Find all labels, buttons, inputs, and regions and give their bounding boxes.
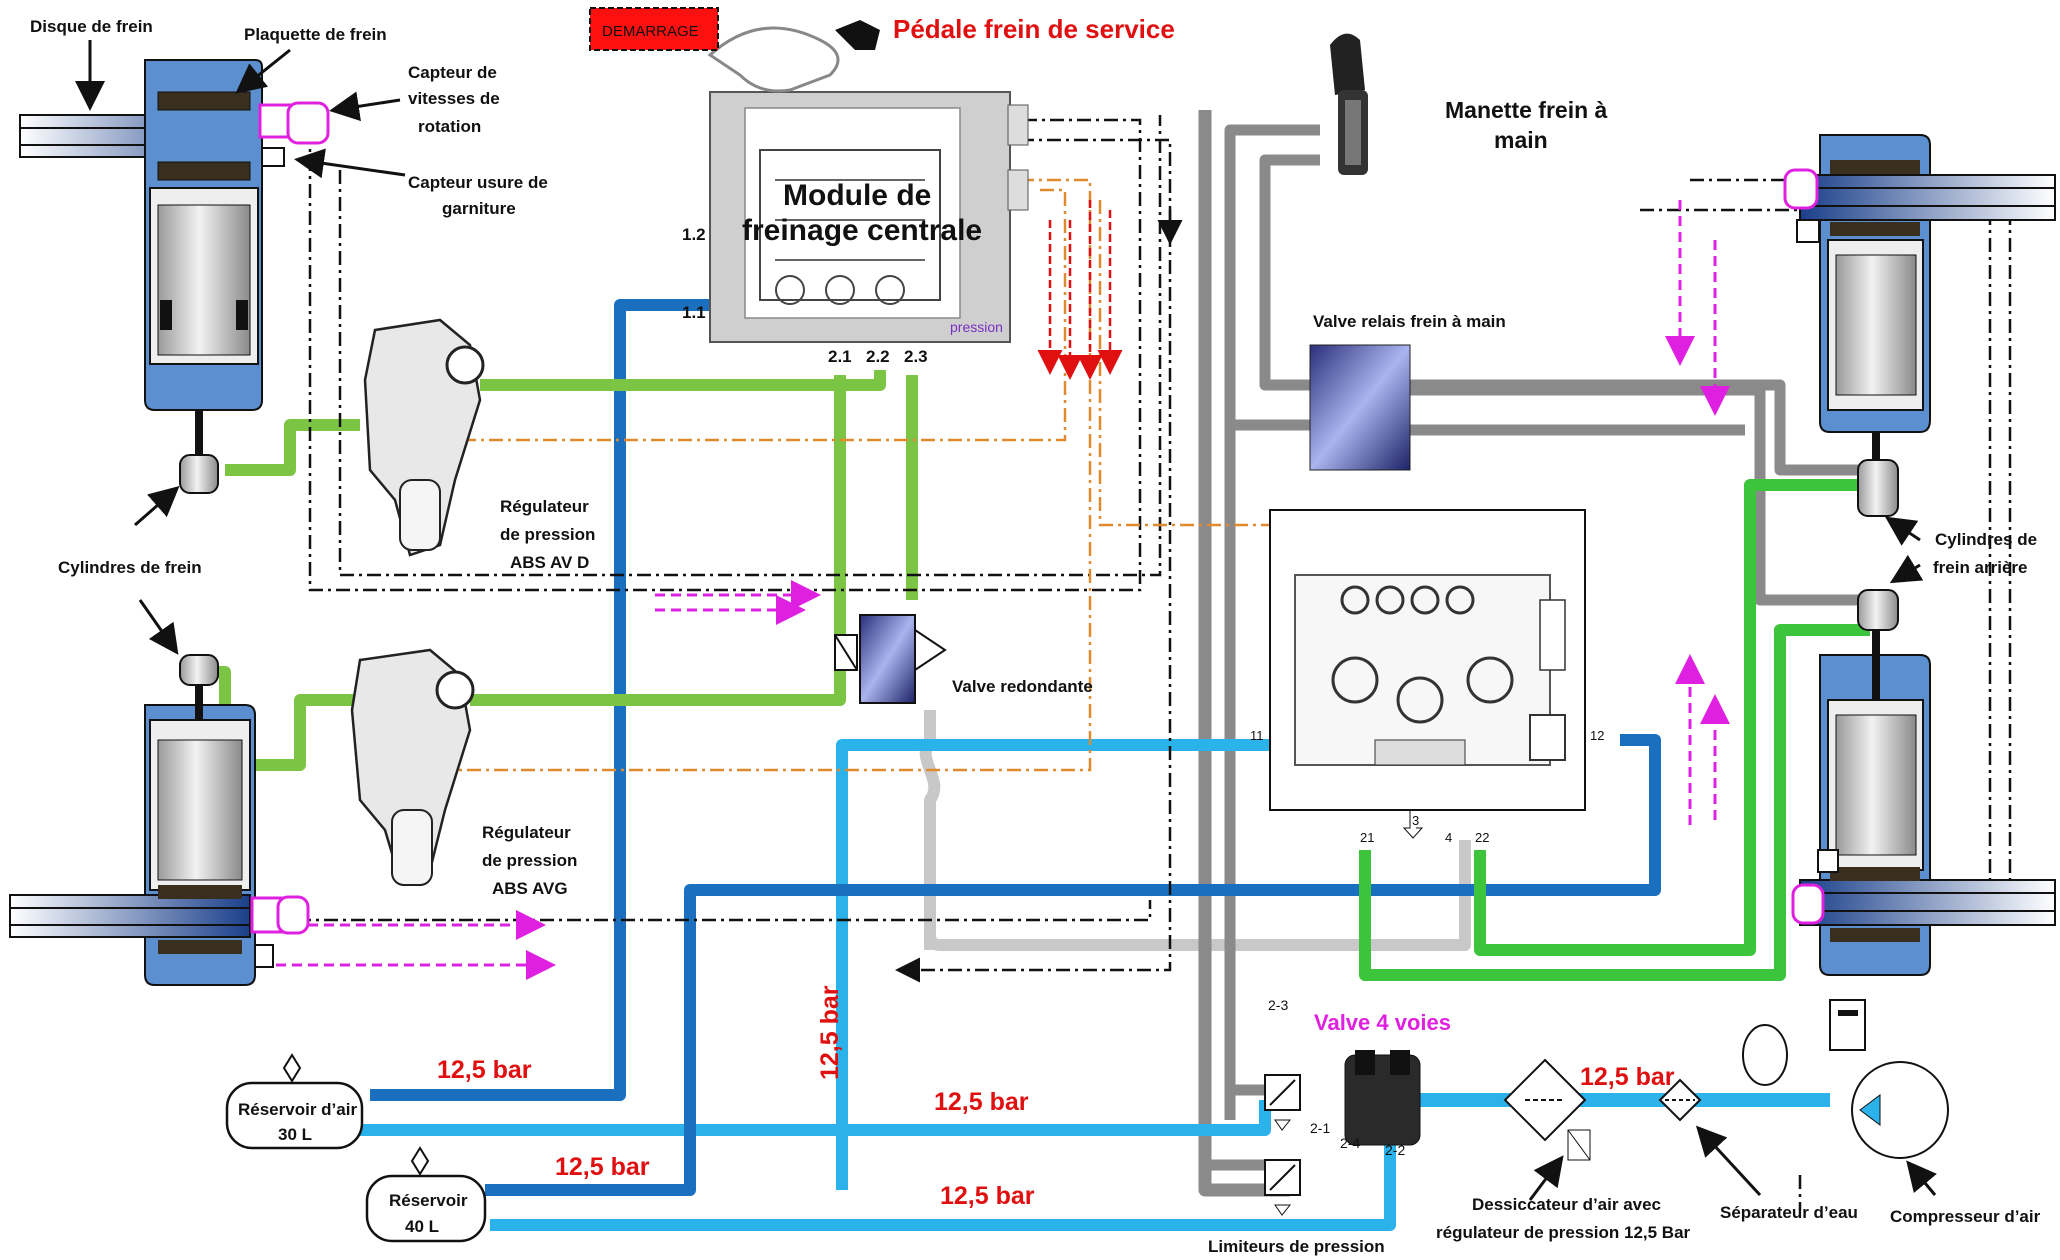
label-wear-sensor-1: Capteur usure de — [408, 173, 548, 192]
label-pedal: Pédale frein de service — [893, 14, 1175, 44]
hand-brake-lever — [1330, 34, 1368, 175]
label-module-2: freinage centrale — [742, 214, 982, 247]
light-blue-pipe-a — [340, 1100, 1265, 1130]
pressure-label-3: 12,5 bar — [934, 1088, 1029, 1116]
label-reservoir-40-2: 40 L — [405, 1217, 439, 1236]
brake-disc-top-left — [20, 60, 328, 493]
label-hand-lever-2: main — [1494, 127, 1548, 153]
brake-disc-top-right — [1785, 135, 2055, 516]
label-hand-lever-1: Manette frein à — [1445, 97, 1608, 123]
port-v-2-1: 2-1 — [1310, 1120, 1330, 1136]
label-reservoir-30-2: 30 L — [278, 1125, 312, 1144]
label-speed-sensor-3: rotation — [418, 117, 481, 136]
brake-disc-bottom-left — [10, 655, 308, 985]
hand-brake-relay-valve — [1310, 345, 1410, 470]
label-reservoir-40-1: Réservoir — [389, 1191, 468, 1210]
redundant-valve — [835, 615, 945, 703]
label-disc: Disque de frein — [30, 17, 153, 36]
air-dryer — [1505, 1060, 1590, 1160]
port-v-2-4: 2-4 — [1340, 1135, 1360, 1151]
port-22: 22 — [1475, 830, 1489, 845]
label-pressure-limiters: Limiteurs de pression — [1208, 1237, 1385, 1256]
pressure-label-2: 12,5 bar — [555, 1153, 650, 1181]
brake-disc-bottom-right — [1793, 590, 2055, 975]
label-reg-avg-1: Régulateur — [482, 823, 571, 842]
label-cylinders-rear-1: Cylindres de — [1935, 530, 2037, 549]
label-pad: Plaquette de frein — [244, 25, 387, 44]
port-v-2-2: 2-2 — [1385, 1142, 1405, 1158]
port-2-2: 2.2 — [866, 347, 890, 366]
pressure-label-1: 12,5 bar — [437, 1056, 532, 1084]
port-2-3: 2.3 — [904, 347, 928, 366]
label-reg-avd-1: Régulateur — [500, 497, 589, 516]
port-3: 3 — [1412, 813, 1419, 828]
label-four-way-valve: Valve 4 voies — [1314, 1010, 1451, 1035]
port-21: 21 — [1360, 830, 1374, 845]
rear-abs-module — [1270, 510, 1585, 838]
pressure-label-4: 12,5 bar — [940, 1182, 1035, 1210]
port-v-2-3: 2-3 — [1268, 997, 1288, 1013]
label-speed-sensor-2: vitesses de — [408, 89, 500, 108]
green-pipe-front-right-2 — [480, 370, 880, 385]
label-cylinders-front: Cylindres de frein — [58, 558, 202, 577]
port-12: 12 — [1590, 728, 1604, 743]
label-wear-sensor-2: garniture — [442, 199, 516, 218]
four-way-valve — [1345, 1050, 1420, 1145]
brake-pedal — [710, 20, 880, 91]
label-speed-sensor-1: Capteur de — [408, 63, 497, 82]
label-reg-avg-3: ABS AVG — [492, 879, 568, 898]
label-reservoir-30-1: Réservoir d’air — [238, 1100, 357, 1119]
air-compressor — [1743, 1000, 1948, 1158]
label-cylinders-rear-2: frein arrière — [1933, 558, 2028, 577]
port-2-1: 2.1 — [828, 347, 852, 366]
label-dryer-1: Dessiccateur d’air avec — [1472, 1195, 1661, 1214]
abs-regulator-front-left — [352, 650, 473, 885]
label-relay-valve: Valve relais frein à main — [1313, 312, 1506, 331]
label-separator: Séparateur d’eau — [1720, 1203, 1858, 1222]
label-reg-avd-3: ABS AV D — [510, 553, 589, 572]
pressure-label-5: 12,5 bar — [1580, 1063, 1675, 1091]
label-reg-avg-2: de pression — [482, 851, 577, 870]
port-4: 4 — [1445, 830, 1452, 845]
label-module-1: Module de — [783, 179, 931, 212]
label-compressor: Compresseur d’air — [1890, 1207, 2041, 1226]
pointer-arrows — [90, 40, 1935, 1200]
label-dryer-2: régulateur de pression 12,5 Bar — [1436, 1223, 1691, 1242]
label-redundant-valve: Valve redondante — [952, 677, 1093, 696]
start-button-label: DEMARRAGE — [602, 23, 699, 40]
abs-regulator-front-right — [365, 320, 483, 555]
pressure-limiters — [1265, 1075, 1300, 1215]
port-1-1: 1.1 — [682, 303, 706, 322]
port-11: 11 — [1250, 728, 1264, 743]
pressure-label-6: 12,5 bar — [816, 985, 844, 1080]
label-reg-avd-2: de pression — [500, 525, 595, 544]
port-1-2: 1.2 — [682, 225, 706, 244]
label-module-pressure: pression — [950, 319, 1003, 335]
